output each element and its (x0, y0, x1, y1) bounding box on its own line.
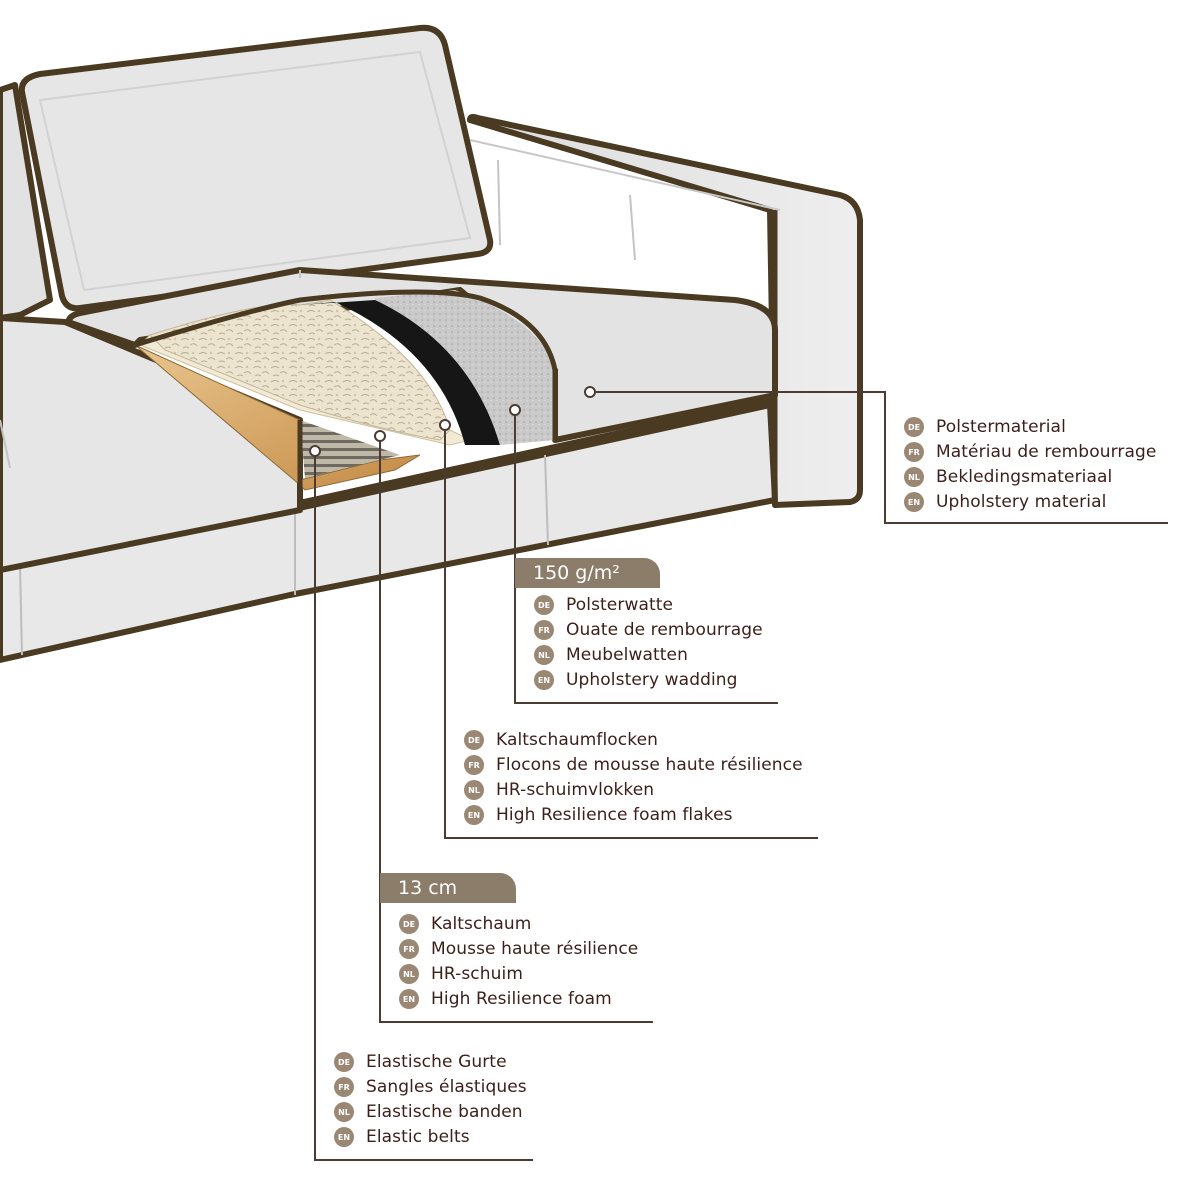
label-text: Mousse haute résilience (431, 939, 639, 959)
label-text: Bekledingsmateriaal (936, 467, 1113, 487)
label-text: HR-schuimvlokken (496, 780, 655, 800)
lang-badge: FR (464, 755, 484, 775)
list-item: DE Polstermaterial (904, 415, 1066, 439)
list-item: FR Matériau de rembourrage (904, 440, 1156, 464)
lang-badge: NL (904, 467, 924, 487)
list-item: EN Elastic belts (334, 1125, 470, 1149)
list-item: NL Bekledingsmateriaal (904, 465, 1112, 489)
back-cushion (18, 24, 494, 312)
label-text: Polsterwatte (566, 595, 674, 615)
list-item: NL HR-schuimvlokken (464, 778, 654, 802)
list-item: NL Elastische banden (334, 1100, 523, 1124)
label-text: Kaltschaum (431, 914, 532, 934)
list-item: DE Kaltschaum (399, 912, 531, 936)
lang-badge: FR (534, 620, 554, 640)
label-text: Elastic belts (366, 1127, 470, 1147)
label-text: Kaltschaumflocken (496, 730, 659, 750)
leader-dots (309, 386, 596, 457)
cutaway-section (134, 289, 558, 491)
label-text: High Resilience foam flakes (496, 805, 733, 825)
lang-badge: NL (399, 964, 419, 984)
lang-badge: NL (534, 645, 554, 665)
leader-upholstery (590, 391, 1168, 524)
foam-flakes-layer (149, 299, 451, 441)
label-text: Elastische Gurte (366, 1052, 507, 1072)
list-item: DE Elastische Gurte (334, 1050, 507, 1074)
list-item: EN Upholstery material (904, 490, 1106, 514)
list-item: FR Sangles élastiques (334, 1075, 527, 1099)
list-item: FR Ouate de rembourrage (534, 618, 763, 642)
lang-badge: DE (334, 1052, 354, 1072)
leader-foam-flakes (444, 425, 818, 839)
list-item: FR Mousse haute résilience (399, 937, 638, 961)
lang-badge: EN (464, 805, 484, 825)
list-item: EN High Resilience foam flakes (464, 803, 733, 827)
label-text: Polstermaterial (936, 417, 1066, 437)
leader-elastic-belts (314, 451, 533, 1161)
leader-wadding (514, 410, 778, 704)
list-item: NL Meubelwatten (534, 643, 688, 667)
lang-badge: FR (399, 939, 419, 959)
label-text: Meubelwatten (566, 645, 688, 665)
fabric-layer (300, 300, 500, 445)
list-item: EN Upholstery wadding (534, 668, 738, 692)
elastic-belts-layer (300, 420, 400, 478)
label-text: Sangles élastiques (366, 1077, 527, 1097)
label-text: High Resilience foam (431, 989, 612, 1009)
list-item: NL HR-schuim (399, 962, 523, 986)
list-item: EN High Resilience foam (399, 987, 612, 1011)
label-text: HR-schuim (431, 964, 523, 984)
lang-badge: EN (904, 492, 924, 512)
label-text: Matériau de rembourrage (936, 442, 1157, 462)
list-item: DE Polsterwatte (534, 593, 673, 617)
label-text: Upholstery material (936, 492, 1107, 512)
spec-title-weight: 150 g/m² (515, 558, 660, 588)
right-armrest (467, 113, 863, 508)
lang-badge: DE (534, 595, 554, 615)
lang-badge: FR (334, 1077, 354, 1097)
lang-badge: EN (334, 1127, 354, 1147)
lang-badge: DE (464, 730, 484, 750)
label-text: Elastische banden (366, 1102, 523, 1122)
list-item: FR Flocons de mousse haute résilience (464, 753, 803, 777)
label-text: Flocons de mousse haute résilience (496, 755, 803, 775)
label-text: Upholstery wadding (566, 670, 738, 690)
lang-badge: FR (904, 442, 924, 462)
lang-badge: EN (534, 670, 554, 690)
lang-badge: EN (399, 989, 419, 1009)
lang-badge: DE (904, 417, 924, 437)
lang-badge: NL (464, 780, 484, 800)
spec-title-thickness: 13 cm (380, 873, 516, 903)
wadding-layer (375, 290, 555, 445)
list-item: DE Kaltschaumflocken (464, 728, 658, 752)
lang-badge: DE (399, 914, 419, 934)
label-text: Ouate de rembourrage (566, 620, 763, 640)
leader-hr-foam (379, 436, 653, 1023)
leader-lines (314, 391, 1168, 1161)
back-cushion-left (0, 82, 53, 321)
lang-badge: NL (334, 1102, 354, 1122)
